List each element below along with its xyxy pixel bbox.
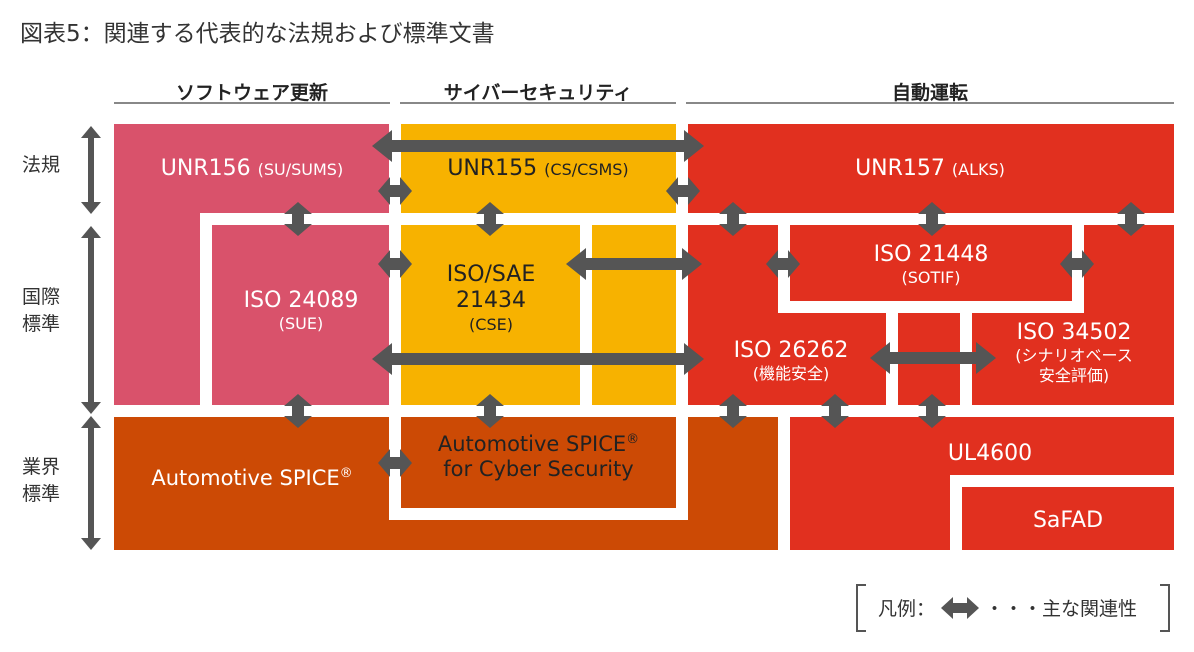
double-arrow-icon — [870, 342, 996, 374]
iso24089-subtitle: (SUE) — [278, 314, 324, 334]
iso24089-label: ISO 24089 (SUE) — [212, 288, 390, 334]
double-arrow-icon — [1117, 202, 1145, 236]
column-underline — [400, 102, 676, 104]
iso34502-title: ISO 34502 — [1016, 320, 1132, 345]
iso24089-title: ISO 24089 — [243, 288, 359, 313]
double-arrow-icon — [566, 248, 702, 280]
double-arrow-icon — [476, 394, 504, 428]
automotive-spice-cs-line2: for Cyber Security — [443, 457, 634, 482]
page-title: 図表5：関連する代表的な法規および標準文書 — [20, 21, 495, 47]
unr156-subtitle: (SU/SUMS) — [257, 160, 344, 179]
ul4600-label: UL4600 — [947, 441, 1033, 466]
row-label-industry-standard: 業界 標準 — [22, 456, 61, 505]
unr156-label: UNR156 (SU/SUMS) — [134, 156, 370, 182]
separator-line — [389, 508, 688, 520]
automotive-spice-cs-line1: Automotive SPICE — [437, 432, 627, 456]
double-arrow-icon — [719, 202, 747, 236]
iso21434-line2: 21434 — [456, 288, 526, 314]
row-range-bar — [88, 426, 94, 538]
column-underline — [114, 102, 390, 104]
unr155-subtitle: (CS/CSMS) — [544, 160, 629, 179]
registered-mark: ® — [626, 432, 640, 447]
arrow-down-icon — [81, 402, 101, 414]
iso26262-title: ISO 26262 — [733, 338, 849, 363]
column-header-autonomous-driving: 自動運転 — [891, 82, 968, 104]
arrow-down-icon — [81, 538, 101, 550]
automotive-spice-cs-label: Automotive SPICE® for Cyber Security — [401, 432, 676, 482]
separator-line — [676, 124, 688, 520]
iso21434-label: ISO/SAE 21434 (CSE) — [401, 262, 581, 334]
iso34502-label: ISO 34502 (シナリオベース 安全評価) — [974, 320, 1174, 385]
double-arrow-icon — [918, 202, 946, 236]
column-header-cybersecurity: サイバーセキュリティ — [443, 82, 633, 104]
column-underline — [686, 102, 1174, 104]
separator-line — [200, 213, 212, 406]
double-arrow-icon — [372, 130, 704, 162]
double-arrow-icon — [284, 394, 312, 428]
row-label-international-standard: 国際 標準 — [22, 286, 61, 335]
automotive-spice-region — [114, 416, 778, 550]
unr156-title: UNR156 — [160, 156, 251, 181]
software-update-region — [114, 124, 390, 406]
separator-line — [950, 475, 962, 550]
legend: 凡例： ・・・主な関連性 — [856, 584, 1170, 632]
row-label-regulation: 法規 — [22, 154, 61, 176]
unr155-label: UNR155 (CS/CSMS) — [410, 156, 666, 182]
column-header-software-update: ソフトウェア更新 — [175, 82, 328, 104]
separator-line — [389, 124, 401, 520]
arrow-up-icon — [81, 416, 101, 428]
iso21434-line1: ISO/SAE — [446, 262, 536, 287]
double-arrow-icon — [372, 343, 704, 375]
iso21448-subtitle: (SOTIF) — [901, 268, 961, 288]
double-arrow-icon — [666, 177, 700, 205]
legend-bracket-left — [856, 584, 866, 632]
iso21434-subtitle: (CSE) — [469, 314, 513, 334]
iso26262-label: ISO 26262 (機能安全) — [700, 338, 882, 384]
automotive-spice-label: Automotive SPICE® — [114, 466, 390, 491]
row-range-bar — [88, 236, 94, 402]
safad-label: SaFAD — [1032, 508, 1104, 533]
double-arrow-icon — [284, 202, 312, 236]
double-arrow-icon — [918, 394, 946, 428]
automotive-spice-title: Automotive SPICE — [151, 466, 340, 490]
double-arrow-icon — [378, 177, 412, 205]
arrow-up-icon — [81, 126, 101, 138]
arrow-down-icon — [81, 202, 101, 214]
double-arrow-icon — [719, 394, 747, 428]
separator-line — [950, 475, 1174, 487]
registered-mark: ® — [339, 466, 353, 481]
legend-content: 凡例： ・・・主な関連性 — [878, 594, 1137, 621]
iso21448-label: ISO 21448 (SOTIF) — [790, 242, 1072, 288]
unr157-label: UNR157 (ALKS) — [800, 156, 1060, 182]
separator-line — [778, 301, 1084, 313]
double-arrow-icon — [821, 394, 849, 428]
double-arrow-icon — [476, 202, 504, 236]
row-range-bar — [88, 136, 94, 202]
unr155-title: UNR155 — [447, 156, 538, 181]
legend-bracket-right — [1160, 584, 1170, 632]
double-arrow-icon — [941, 596, 980, 619]
legend-label: 凡例： — [878, 598, 936, 620]
iso34502-subtitle-line2: 安全評価) — [1038, 365, 1110, 385]
separator-line — [778, 405, 790, 550]
unr157-title: UNR157 — [855, 156, 945, 181]
separator-line — [114, 405, 1174, 417]
iso26262-subtitle: (機能安全) — [752, 364, 830, 384]
arrow-up-icon — [81, 226, 101, 238]
legend-text: ・・・主な関連性 — [985, 598, 1138, 620]
unr157-subtitle: (ALKS) — [951, 160, 1005, 179]
iso34502-subtitle-line1: (シナリオベース — [1015, 346, 1133, 366]
iso21448-title: ISO 21448 — [873, 242, 989, 267]
